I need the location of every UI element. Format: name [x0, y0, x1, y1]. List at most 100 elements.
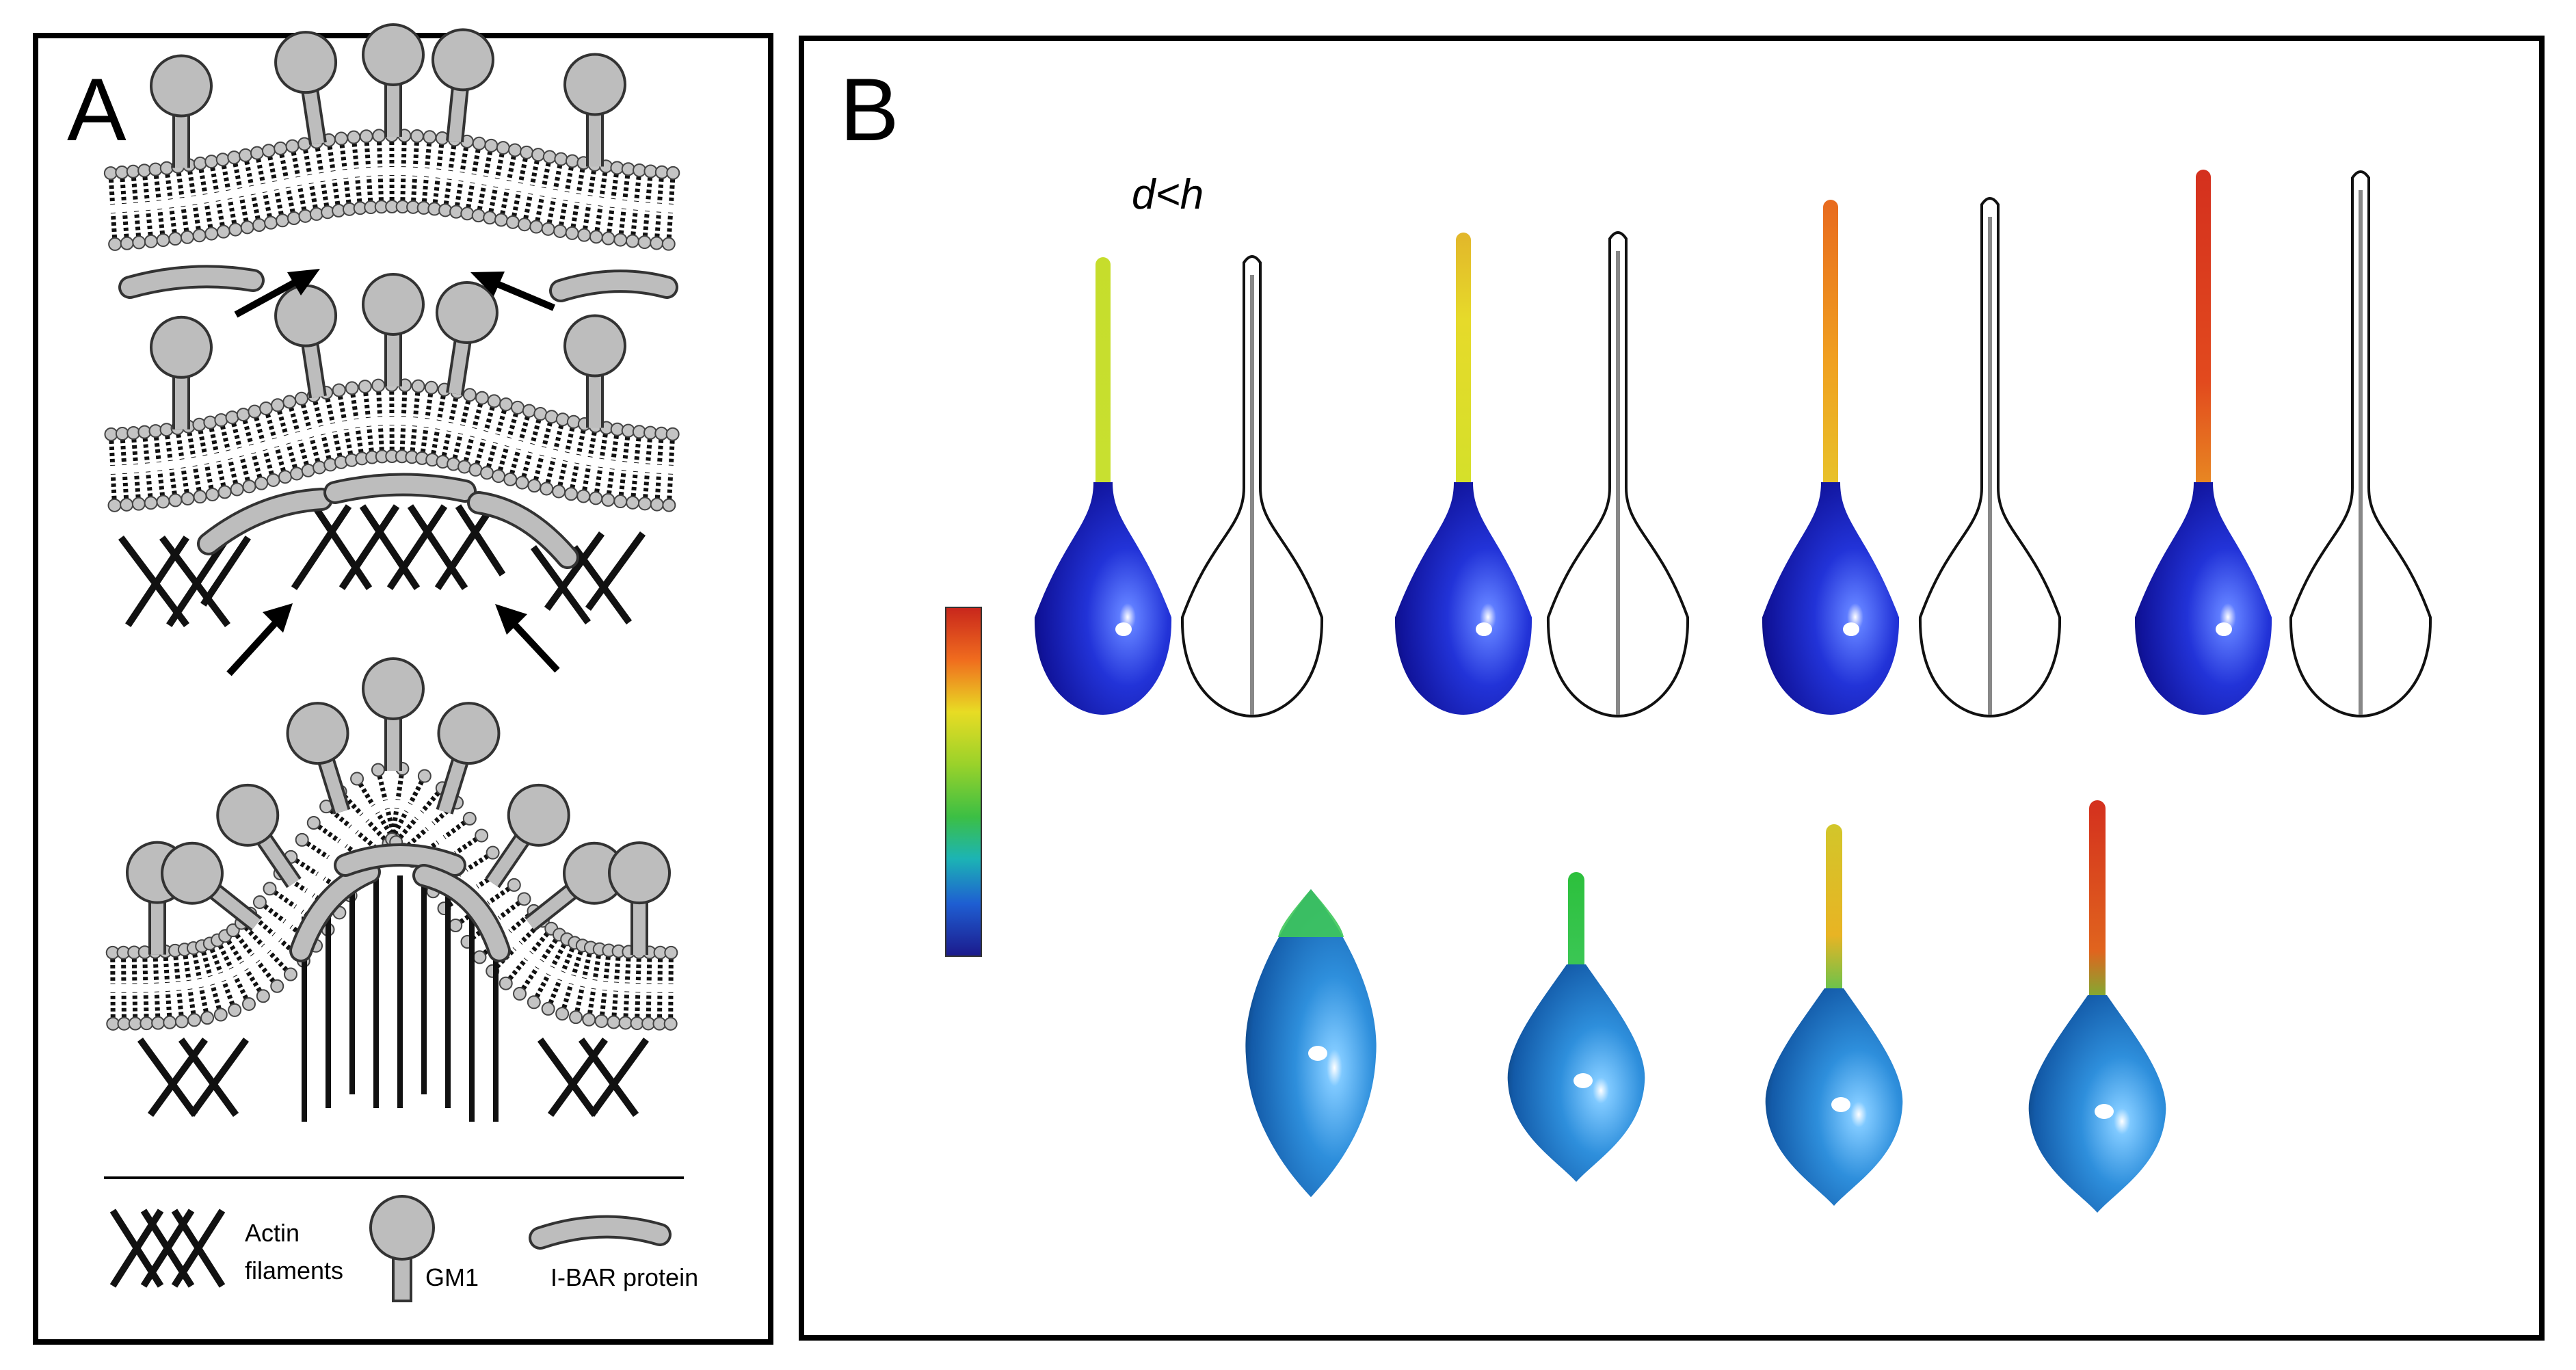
- lipid-head: [248, 404, 262, 419]
- lipid-tail: [220, 159, 238, 230]
- membrane-stage-1: [103, 23, 680, 251]
- lipid-head: [462, 388, 477, 402]
- gm1-stem: [304, 88, 324, 145]
- lipid-head: [641, 1016, 656, 1031]
- lipid-head: [564, 487, 579, 501]
- lipid-head: [468, 462, 483, 477]
- lipid-tail: [351, 137, 363, 209]
- lipid-tail: [376, 135, 384, 207]
- lipid-head: [533, 407, 548, 421]
- lipid-tail: [654, 172, 665, 243]
- lipid-tail: [656, 952, 663, 1024]
- lipid-head: [252, 218, 266, 233]
- lipid-head: [137, 163, 152, 178]
- lipid-head: [192, 417, 207, 432]
- vesicle-shapes: [1034, 170, 2432, 1213]
- lipid-tail: [120, 433, 129, 505]
- lipid-head: [475, 828, 489, 843]
- lipid-tail: [108, 172, 118, 245]
- lipid-tail: [611, 951, 622, 1023]
- vesicle-neck: [1568, 872, 1584, 985]
- lipid-tail: [473, 400, 496, 471]
- lipid-tail: [239, 921, 293, 976]
- lipid-tail: [507, 410, 532, 480]
- lipid-tail: [142, 432, 154, 503]
- lipid-head: [513, 986, 527, 1001]
- lipid-head: [193, 490, 207, 504]
- lipid-tail: [581, 164, 598, 236]
- lipid-tail: [131, 952, 138, 1024]
- lipid-tail: [476, 145, 494, 216]
- lipid-head: [553, 224, 568, 238]
- lipid-tail: [153, 430, 165, 502]
- lipid-head: [638, 497, 652, 511]
- lipid-tail: [586, 949, 602, 1020]
- lipid-head: [637, 235, 652, 250]
- lipid-head: [287, 211, 301, 226]
- gm1-molecule: [150, 54, 213, 118]
- lipid-head: [610, 161, 624, 175]
- lipid-tail: [570, 162, 586, 234]
- lipid-head: [115, 427, 129, 441]
- ibar-protein: [292, 863, 378, 960]
- lipid-head: [205, 487, 220, 501]
- lipid-tail: [252, 410, 276, 481]
- lipid-head: [309, 207, 323, 221]
- lipid-head: [540, 482, 554, 496]
- lipid-head: [522, 404, 536, 418]
- lipid-tail: [533, 156, 553, 228]
- lipid-head: [643, 425, 657, 440]
- lipid-head: [217, 485, 232, 499]
- lipid-head: [120, 497, 134, 512]
- vesicle-body: [1507, 964, 1645, 1182]
- lipid-tail: [287, 401, 311, 471]
- ibar-protein: [552, 272, 676, 300]
- lipid-tail: [646, 952, 652, 1024]
- lipid-head: [662, 498, 676, 512]
- lipid-head: [665, 427, 680, 441]
- lipid-head: [144, 496, 158, 510]
- lipid-head: [298, 209, 313, 223]
- lipid-head: [216, 224, 230, 239]
- vesicle-body: [1765, 988, 1903, 1206]
- gm1-molecule: [274, 31, 338, 94]
- lipid-head: [594, 1014, 609, 1028]
- lipid-tail: [223, 934, 265, 998]
- lipid-head: [582, 1012, 596, 1027]
- lipid-head: [666, 166, 680, 180]
- vesicle-tip: [1278, 889, 1344, 937]
- lipid-tail: [522, 154, 541, 225]
- lipid-head: [569, 1010, 583, 1025]
- lipid-tail: [518, 933, 561, 995]
- lipid-head: [626, 495, 640, 510]
- lipid-tail: [453, 141, 470, 213]
- lipid-tail: [207, 943, 237, 1012]
- lipid-head: [589, 491, 603, 505]
- lipid-tail: [164, 168, 178, 239]
- lipid-tail: [635, 952, 641, 1024]
- condition-label: d<h: [1132, 171, 1204, 218]
- lipid-head: [278, 470, 292, 484]
- vesicle-body: [1245, 889, 1377, 1198]
- lipid-tail: [278, 148, 297, 219]
- lipid-head: [156, 233, 170, 248]
- lipid-tail: [546, 942, 577, 1010]
- lipid-head: [449, 918, 463, 932]
- lipid-tail: [290, 145, 308, 217]
- lipid-tail: [606, 167, 620, 239]
- legend-gm1-label: GM1: [425, 1263, 479, 1291]
- lipid-head: [204, 155, 219, 169]
- lipid-head: [531, 148, 546, 162]
- highlight: [1843, 622, 1859, 636]
- lipid-head: [663, 1016, 678, 1031]
- lipid-head: [181, 491, 195, 505]
- lipid-tail: [364, 136, 373, 208]
- highlight: [1308, 1046, 1327, 1061]
- lipid-head: [204, 226, 219, 241]
- lipid-tail: [142, 170, 154, 242]
- lipid-tail: [400, 135, 407, 207]
- lipid-head: [417, 769, 431, 783]
- lipid-head: [359, 129, 373, 144]
- gm1-stem: [449, 339, 469, 395]
- lipid-head: [565, 226, 579, 240]
